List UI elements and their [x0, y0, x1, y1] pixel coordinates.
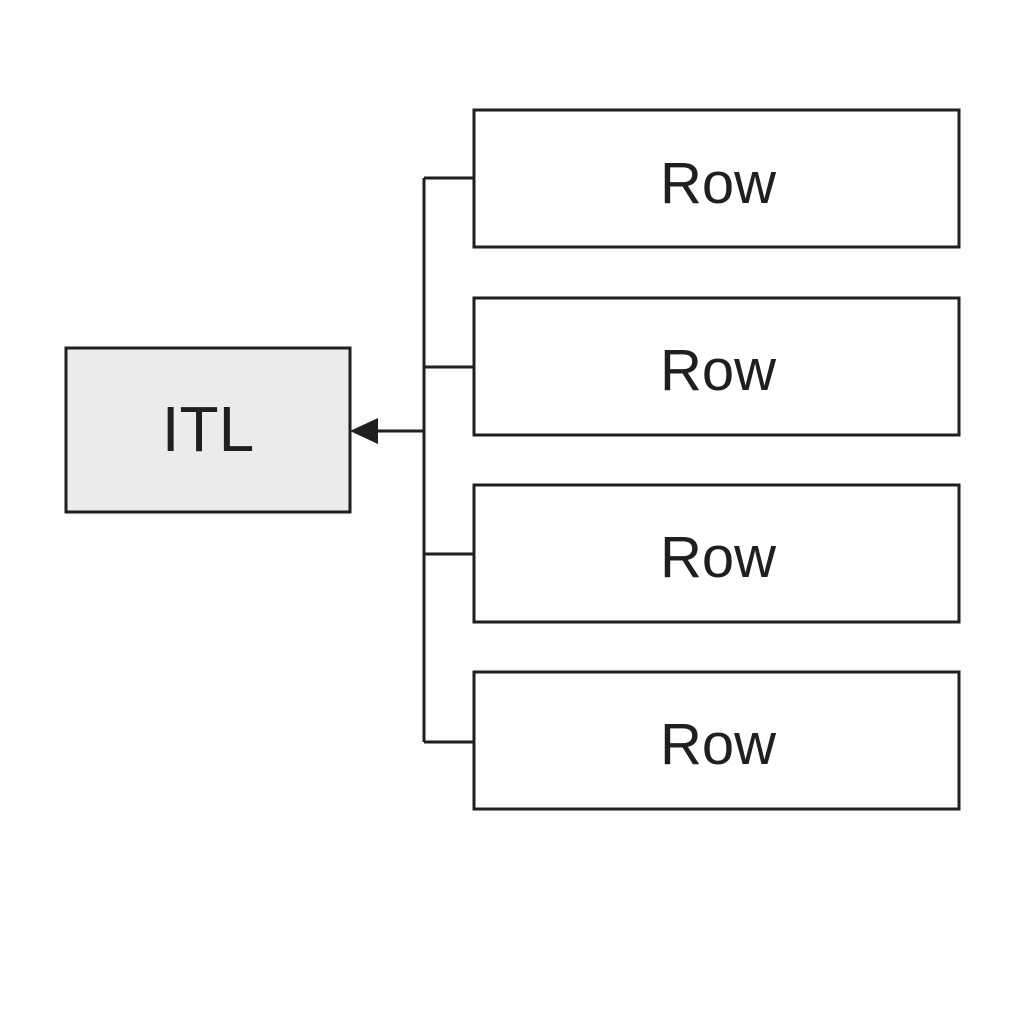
row-label: Row	[660, 151, 777, 216]
arrowhead-icon	[350, 418, 378, 444]
row-node: Row	[472, 670, 961, 811]
row-node: Row	[472, 108, 961, 249]
row-label: Row	[660, 338, 777, 403]
itl-label: ITL	[162, 393, 254, 465]
row-node: Row	[472, 483, 961, 624]
row-node: Row	[472, 296, 961, 437]
row-label: Row	[660, 525, 777, 590]
row-label: Row	[660, 712, 777, 777]
itl-box	[64, 346, 352, 514]
row-box	[472, 108, 961, 249]
row-box	[472, 670, 961, 811]
itl-node: ITL	[64, 346, 352, 514]
connector	[374, 176, 474, 744]
row-box	[472, 483, 961, 624]
row-box	[472, 296, 961, 437]
